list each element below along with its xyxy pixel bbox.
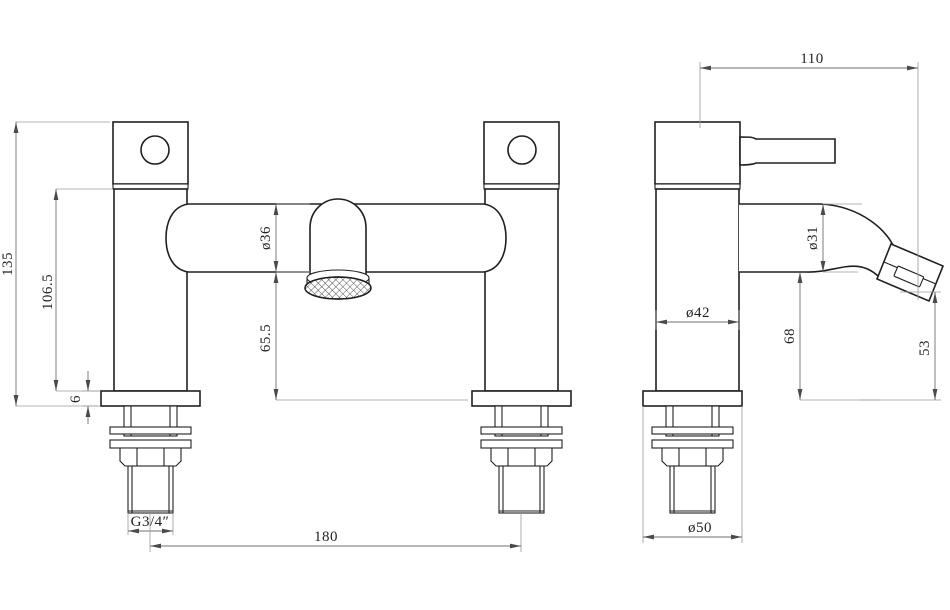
- aerator-mesh-pattern: [305, 277, 371, 299]
- dim-label-overall-height: 135: [0, 252, 16, 276]
- right-handle-pivot-icon: [507, 135, 537, 165]
- front-view: 135 106.5 6 ø36 65.5: [0, 121, 572, 552]
- aerator-screen-outline: [304, 276, 372, 300]
- dim-label-spout-centre-height: 65.5: [258, 324, 274, 352]
- left-threaded-tail: [127, 465, 174, 514]
- dim-label-outlet-height: 53: [917, 340, 933, 356]
- side-washer-upper: [651, 426, 734, 435]
- dim-label-body-height: 106.5: [40, 274, 56, 310]
- dim-label-base-diameter: ø50: [688, 520, 712, 536]
- right-hex-nut: [490, 447, 553, 467]
- right-base-flange: [471, 390, 572, 407]
- side-outlet-aerator-detail: [893, 265, 925, 288]
- dim-label-spout-diameter: ø36: [258, 226, 274, 250]
- side-view: 110 ø31 ø42 68 53 ø50: [642, 51, 945, 543]
- aerator-housing: [309, 198, 367, 284]
- spout-right-cap: [483, 203, 507, 273]
- side-lever-arm: [739, 136, 836, 166]
- front-dimensions: 135 106.5 6 ø36 65.5: [0, 121, 522, 552]
- side-handle-block: [654, 121, 741, 185]
- left-handle-pivot-icon: [140, 135, 170, 165]
- right-washer-upper: [480, 426, 563, 435]
- right-threaded-tail: [498, 465, 545, 514]
- spout-left-cap: [165, 203, 189, 273]
- left-base-flange: [100, 390, 201, 407]
- side-base-flange: [642, 390, 743, 407]
- front-left-tap: [100, 121, 201, 514]
- side-dimensions: 110 ø31 ø42 68 53 ø50: [642, 51, 941, 543]
- front-aerator: [304, 198, 372, 300]
- side-body-column: [655, 188, 740, 392]
- left-washer-upper: [109, 426, 192, 435]
- side-spout-fill: [739, 204, 893, 279]
- dim-label-body-diameter: ø42: [686, 305, 710, 321]
- front-right-tap: [471, 121, 572, 514]
- dim-label-spout-reach: 110: [800, 51, 823, 67]
- dim-label-spout-height: 68: [782, 328, 798, 344]
- side-hex-nut: [661, 447, 724, 467]
- dim-label-flange-thickness: 6: [68, 395, 84, 403]
- left-hex-nut: [119, 447, 182, 467]
- dim-label-spout-tube-diameter: ø31: [805, 226, 821, 250]
- side-tap-body: [642, 121, 945, 514]
- side-spout-inner-curve: [739, 265, 879, 277]
- dim-label-centre-spacing: 180: [314, 529, 338, 545]
- right-washer-lower: [480, 439, 563, 449]
- side-threaded-tail: [669, 465, 716, 514]
- side-washer-lower: [651, 439, 734, 449]
- left-washer-lower: [109, 439, 192, 449]
